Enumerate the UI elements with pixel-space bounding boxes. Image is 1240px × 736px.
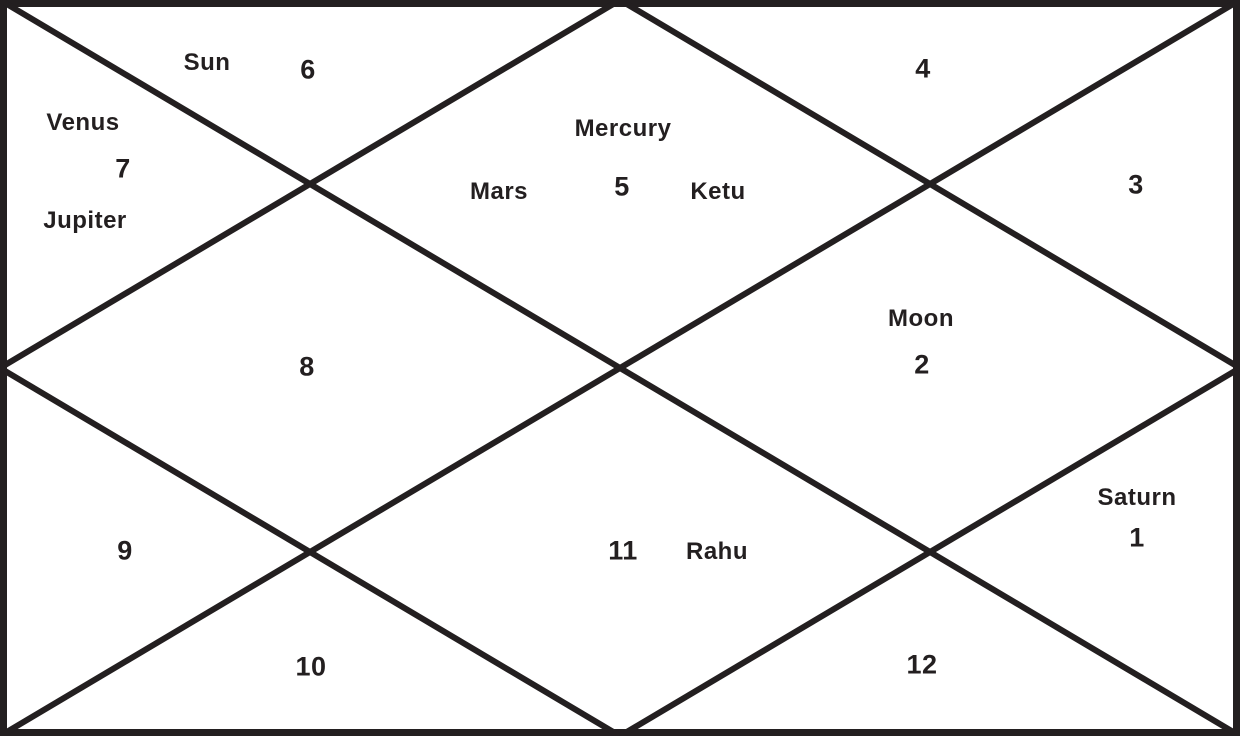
house-3-sign-number: 3: [1128, 169, 1144, 200]
house-4-sign-number: 4: [915, 53, 931, 84]
house-7-sign-number: 7: [115, 153, 131, 184]
house-8-sign-number: 8: [299, 351, 315, 382]
house-5-sign-number: 5: [614, 171, 630, 202]
house-12-sign-number: 12: [906, 649, 938, 680]
house-6-sign-number: 6: [300, 54, 316, 85]
planet-saturn-label: Saturn: [1097, 484, 1177, 511]
midline-top-to-left: [0, 0, 622, 371]
house-10-sign-number: 10: [295, 651, 327, 682]
house-11-sign-number: 11: [608, 535, 638, 566]
house-1-sign-number: 1: [1129, 522, 1145, 553]
house-2-sign-number: 2: [914, 349, 930, 380]
planet-moon-label: Moon: [888, 305, 954, 332]
planet-mercury-label: Mercury: [574, 115, 672, 142]
planet-ketu-label: Ketu: [690, 178, 746, 205]
planet-venus-label: Venus: [46, 109, 120, 136]
midline-bottom-to-right: [618, 365, 1240, 736]
house-9-sign-number: 9: [117, 535, 133, 566]
planet-sun-label: Sun: [183, 49, 231, 76]
midline-left-to-bottom: [0, 365, 622, 736]
planet-rahu-label: Rahu: [686, 538, 748, 565]
planet-jupiter-label: Jupiter: [43, 207, 127, 234]
midline-right-to-top: [618, 0, 1240, 371]
planet-mars-label: Mars: [469, 178, 529, 205]
